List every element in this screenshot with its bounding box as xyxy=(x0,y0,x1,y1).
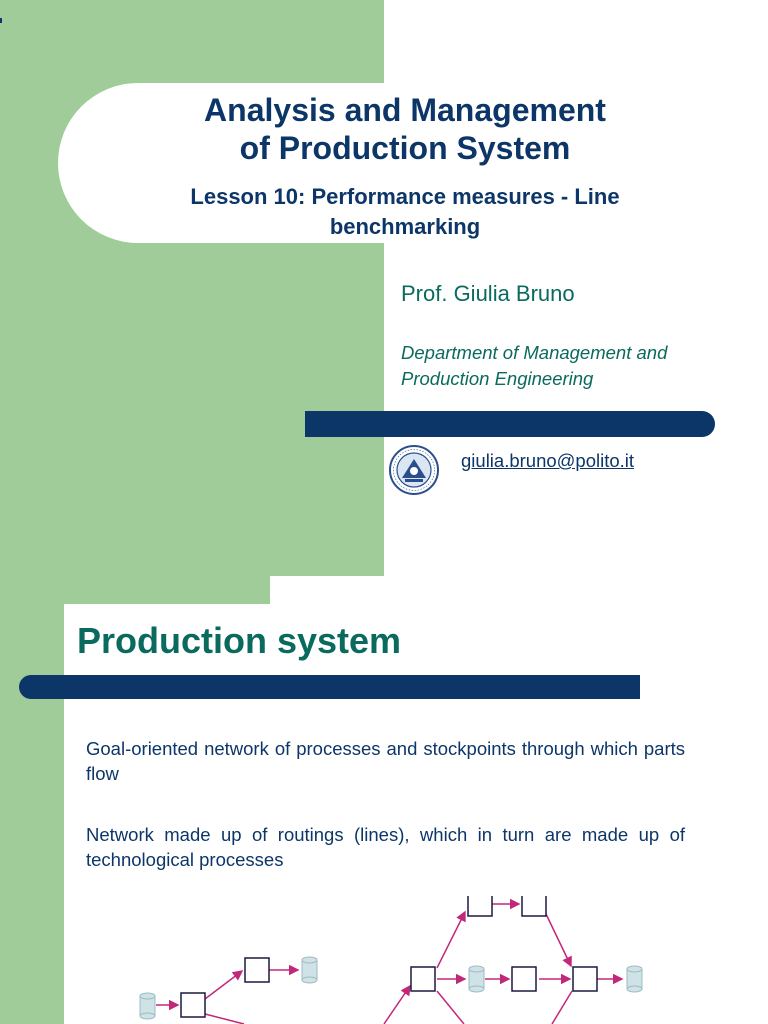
lesson-subtitle: Lesson 10: Performance measures - Line b… xyxy=(100,182,710,241)
corner-mark xyxy=(0,18,2,23)
subtitle-line-2: benchmarking xyxy=(329,213,481,239)
process-box-icon xyxy=(467,896,493,917)
subtitle-line-1: Lesson 10: Performance measures - Line xyxy=(190,184,620,209)
title-line-1: Analysis and Management xyxy=(204,92,606,128)
paragraph-network-definition: Goal-oriented network of processes and s… xyxy=(86,738,685,784)
content-panel xyxy=(64,604,768,1024)
stockpoint-cylinder-icon xyxy=(468,965,485,993)
flow-arrow-icon xyxy=(436,990,465,1024)
slide-heading: Production system xyxy=(77,620,402,661)
title-line-2: of Production System xyxy=(239,129,571,166)
flow-arrows xyxy=(156,898,624,1024)
stockpoint-cylinder-icon xyxy=(301,956,318,984)
stockpoint-cylinder-icon xyxy=(139,992,156,1020)
process-boxes xyxy=(180,896,598,1018)
process-box-icon xyxy=(521,896,547,917)
production-network-diagram xyxy=(139,896,643,1024)
content-slide: Production system Goal-oriented network … xyxy=(0,576,768,1024)
flow-arrow-icon xyxy=(204,1013,245,1024)
flow-arrow-icon xyxy=(436,910,466,969)
department-line-1: Department of Management and xyxy=(401,342,668,363)
title-divider-bar xyxy=(305,411,715,437)
process-box-icon xyxy=(244,957,270,983)
title-banner xyxy=(58,83,768,243)
stockpoint-cylinder-icon xyxy=(626,965,643,993)
presentation-title: Analysis and Management of Production Sy… xyxy=(100,92,710,168)
title-slide: Analysis and Management of Production Sy… xyxy=(0,0,768,576)
green-side-panel xyxy=(0,576,64,1024)
heading-divider-bar xyxy=(19,675,640,699)
email-link[interactable]: giulia.bruno@polito.it xyxy=(461,450,635,471)
flow-arrow-icon xyxy=(204,970,244,1000)
department-name: Department of Management and Production … xyxy=(401,340,723,391)
stockpoints xyxy=(139,956,643,1020)
author-name: Prof. Giulia Bruno xyxy=(401,281,575,306)
flow-arrow-icon xyxy=(383,984,411,1024)
process-box-icon xyxy=(511,966,537,992)
paragraph-routings: Network made up of routings (lines), whi… xyxy=(86,824,685,870)
flow-arrow-icon xyxy=(551,990,573,1024)
process-box-icon xyxy=(180,992,206,1018)
flow-arrow-icon xyxy=(545,913,572,968)
university-seal-icon xyxy=(389,445,439,495)
process-box-icon xyxy=(572,966,598,992)
department-line-2: Production Engineering xyxy=(401,367,594,389)
green-top-panel xyxy=(0,576,270,604)
process-box-icon xyxy=(410,966,436,992)
